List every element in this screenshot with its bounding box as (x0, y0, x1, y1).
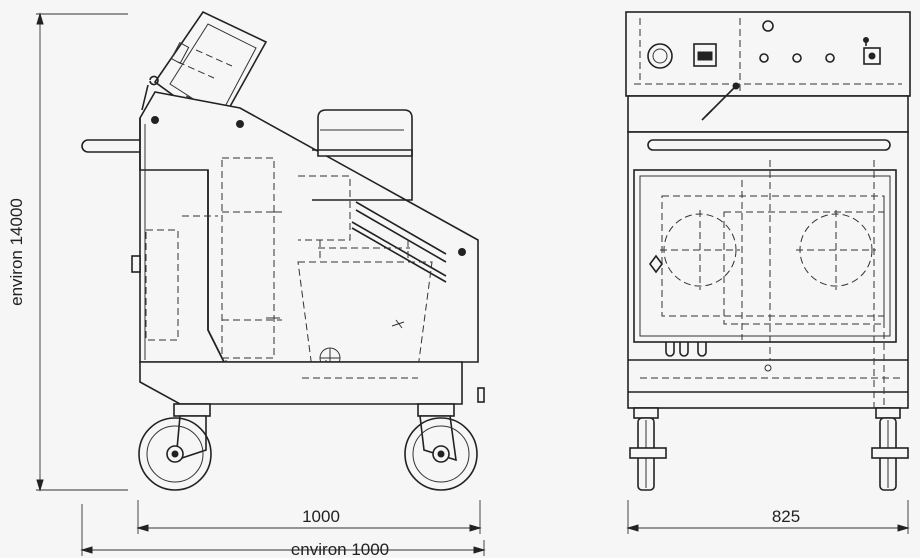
knob-icon (759, 53, 769, 63)
gauge-icon (647, 43, 673, 69)
side-width-label: 1000 (302, 507, 340, 526)
height-label: environ 14000 (7, 198, 26, 306)
front-control-panel (625, 11, 911, 97)
screw-icon (151, 116, 159, 124)
side-overall-label: environ 1000 (291, 540, 389, 558)
push-handle (81, 139, 140, 153)
lower-base (139, 361, 485, 410)
caster-wheel-right (404, 403, 478, 491)
front-wheel-right (871, 407, 909, 491)
knob-icon (825, 53, 835, 63)
dimension-side-width: 1000 (136, 500, 482, 534)
chassis-body (131, 91, 479, 363)
front-wheel-left (629, 407, 667, 491)
knob-icon (792, 53, 802, 63)
dimension-front-width: 825 (626, 500, 910, 534)
caster-wheel-left (138, 403, 212, 491)
front-housing (627, 131, 909, 409)
front-view (625, 11, 911, 491)
front-middle-band (627, 82, 909, 133)
knob-icon (762, 20, 774, 32)
motor-block (312, 109, 413, 201)
side-view (81, 10, 485, 491)
front-width-label: 825 (772, 507, 800, 526)
screw-icon (236, 120, 244, 128)
dimension-side-overall: environ 1000 (80, 504, 486, 558)
dimension-height: environ 14000 (7, 12, 128, 492)
screw-icon (458, 248, 466, 256)
vent-bars (351, 201, 447, 283)
latch-icon (649, 254, 663, 274)
